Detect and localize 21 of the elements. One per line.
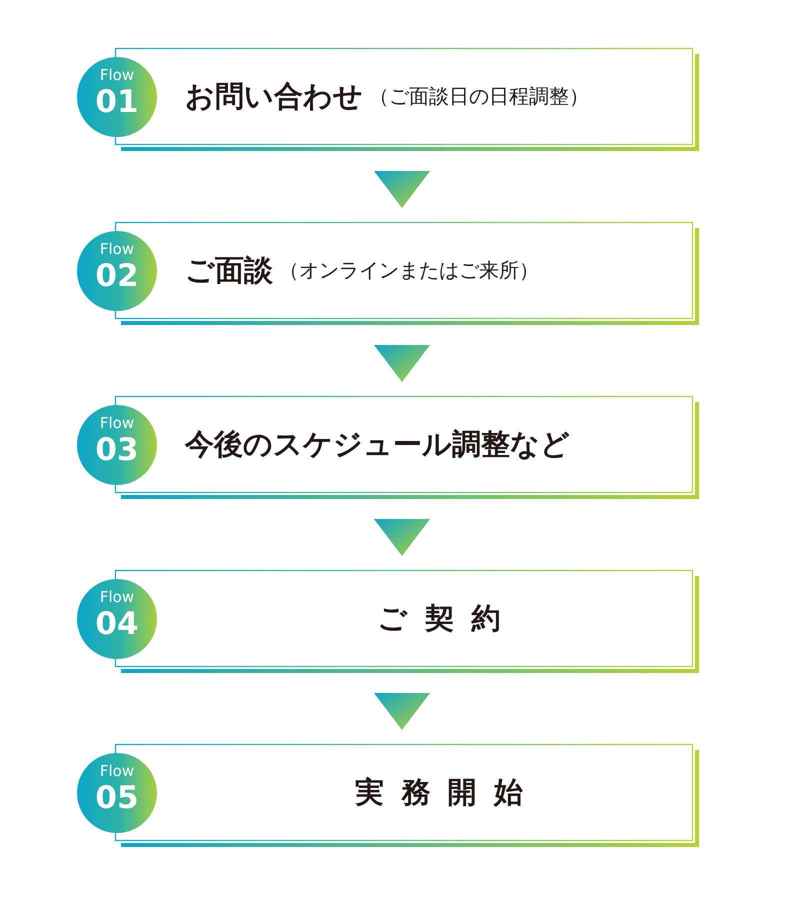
step-title: ご契約 xyxy=(378,600,518,636)
down-arrow xyxy=(374,693,430,730)
step-title: 今後のスケジュール調整など xyxy=(185,426,570,462)
badge-label: Flow xyxy=(98,763,136,779)
step-title: ご面談 xyxy=(185,252,273,288)
down-arrow xyxy=(374,171,430,208)
step-title: お問い合わせ xyxy=(185,78,363,114)
badge-label: Flow xyxy=(98,67,136,83)
step-number: 04 xyxy=(94,607,140,641)
badge-label: Flow xyxy=(98,589,136,605)
step-number: 05 xyxy=(94,781,140,815)
badge-label: Flow xyxy=(98,415,136,431)
badge-label: Flow xyxy=(98,241,136,257)
step-title: 実務開始 xyxy=(354,774,540,810)
step-number: 02 xyxy=(94,259,140,293)
step-number: 01 xyxy=(94,85,140,119)
step-note: （ご面談日の日程調整） xyxy=(369,83,589,110)
down-arrow xyxy=(374,345,430,382)
down-arrow xyxy=(374,519,430,556)
step-note: （オンラインまたはご来所） xyxy=(279,257,539,284)
step-number: 03 xyxy=(94,433,140,467)
